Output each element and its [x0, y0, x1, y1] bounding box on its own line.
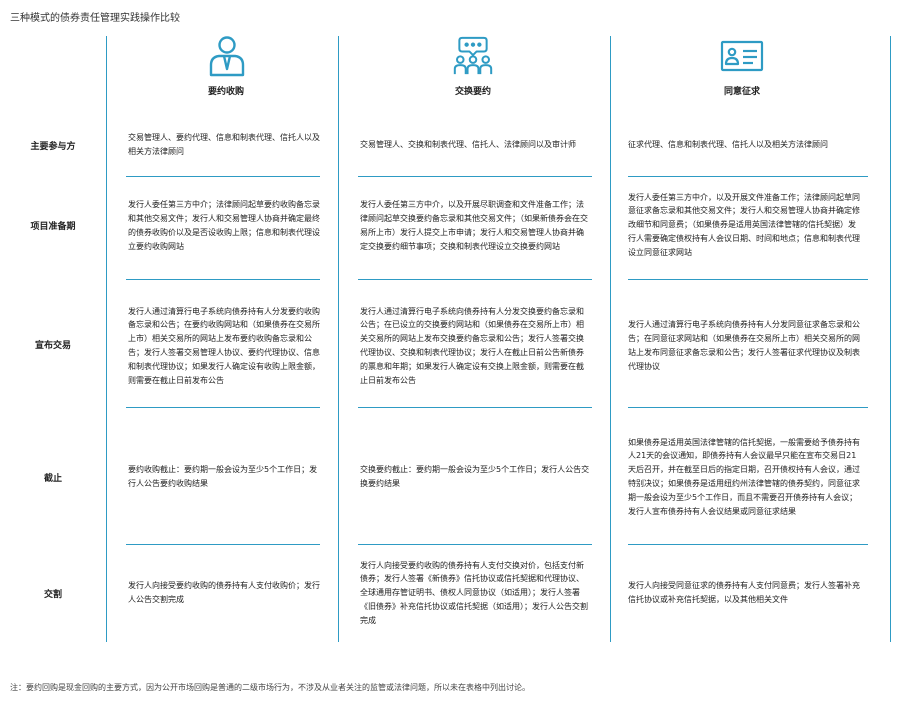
column-title-tender-offer: 要约收购	[207, 87, 244, 97]
table-cell: 发行人通过清算行电子系统向债券持有人分发交换要约备忘录和公告；在已设立的交换要约…	[360, 306, 584, 385]
column-divider	[890, 36, 891, 642]
row-divider	[628, 407, 868, 408]
footnote: 注：要约回购是现金回购的主要方式，因为公开市场回购是普通的二级市场行为，不涉及从…	[10, 683, 530, 692]
column-title-consent-solicitation: 同意征求	[723, 87, 760, 97]
table-cell: 发行人向接受要约收购的债券持有人支付交换对价，包括支付新债券；发行人签署《新债券…	[360, 560, 588, 625]
row-divider	[628, 176, 868, 177]
row-label: 项目准备期	[30, 221, 76, 232]
row-divider	[126, 176, 320, 177]
row-divider	[358, 279, 592, 280]
table-cell: 发行人委任第三方中介；法律顾问起草要约收购备忘录和其他交易文件；发行人和交易管理…	[128, 200, 320, 251]
table-cell: 发行人向接受要约收购的债券持有人支付收购价；发行人公告交割完成	[128, 581, 320, 604]
row-label: 主要参与方	[30, 141, 76, 152]
table-cell: 发行人通过清算行电子系统向债券持有人分发要约收购备忘录和公告；在要约收购网站和（…	[128, 306, 320, 385]
table-cell: 交换要约截止：要约期一般会设为至少5个工作日；发行人公告交换要约结果	[360, 465, 590, 488]
row-label: 截止	[43, 473, 62, 484]
page-title: 三种模式的债券责任管理实践操作比较	[10, 13, 180, 24]
table-cell: 如果债券是适用英国法律管辖的信托契据，一般需要给予债券持有人21天的会议通知，即…	[628, 437, 860, 516]
id-card-icon	[720, 34, 764, 78]
row-divider	[126, 279, 320, 280]
row-divider	[358, 544, 592, 545]
row-divider	[126, 407, 320, 408]
table-cell: 要约收购截止：要约期一般会设为至少5个工作日；发行人公告要约收购结果	[128, 465, 318, 488]
row-divider	[358, 176, 592, 177]
row-divider	[628, 279, 868, 280]
column-divider	[338, 36, 339, 642]
table-cell: 交易管理人、交换和制表代理、信托人、法律顾问以及审计师	[360, 140, 576, 150]
table-cell: 交易管理人、要约代理、信息和制表代理、信托人以及相关方法律顾问	[128, 133, 320, 156]
table-cell: 发行人委任第三方中介，以及开展文件准备工作；法律顾问起草同意征求备忘录和其他交易…	[628, 192, 860, 257]
column-divider	[610, 36, 611, 642]
chat-people-icon	[453, 34, 493, 78]
row-label: 交割	[43, 589, 62, 600]
table-cell: 发行人向接受同意征求的债券持有人支付同意费；发行人签署补充信托协议或补充信托契据…	[628, 581, 860, 604]
person-icon	[207, 34, 247, 78]
row-label: 宣布交易	[34, 340, 71, 351]
table-cell: 发行人委任第三方中介，以及开展尽职调查和文件准备工作；法律顾问起草交换要约备忘录…	[360, 200, 588, 251]
column-divider	[106, 36, 107, 642]
row-divider	[358, 407, 592, 408]
table-cell: 发行人通过清算行电子系统向债券持有人分发同意征求备忘录和公告；在同意征求网站和（…	[628, 320, 860, 371]
row-divider	[628, 544, 868, 545]
column-title-exchange-offer: 交换要约	[454, 87, 491, 97]
table-cell: 征求代理、信息和制表代理、信托人以及相关方法律顾问	[628, 140, 828, 150]
row-divider	[126, 544, 320, 545]
